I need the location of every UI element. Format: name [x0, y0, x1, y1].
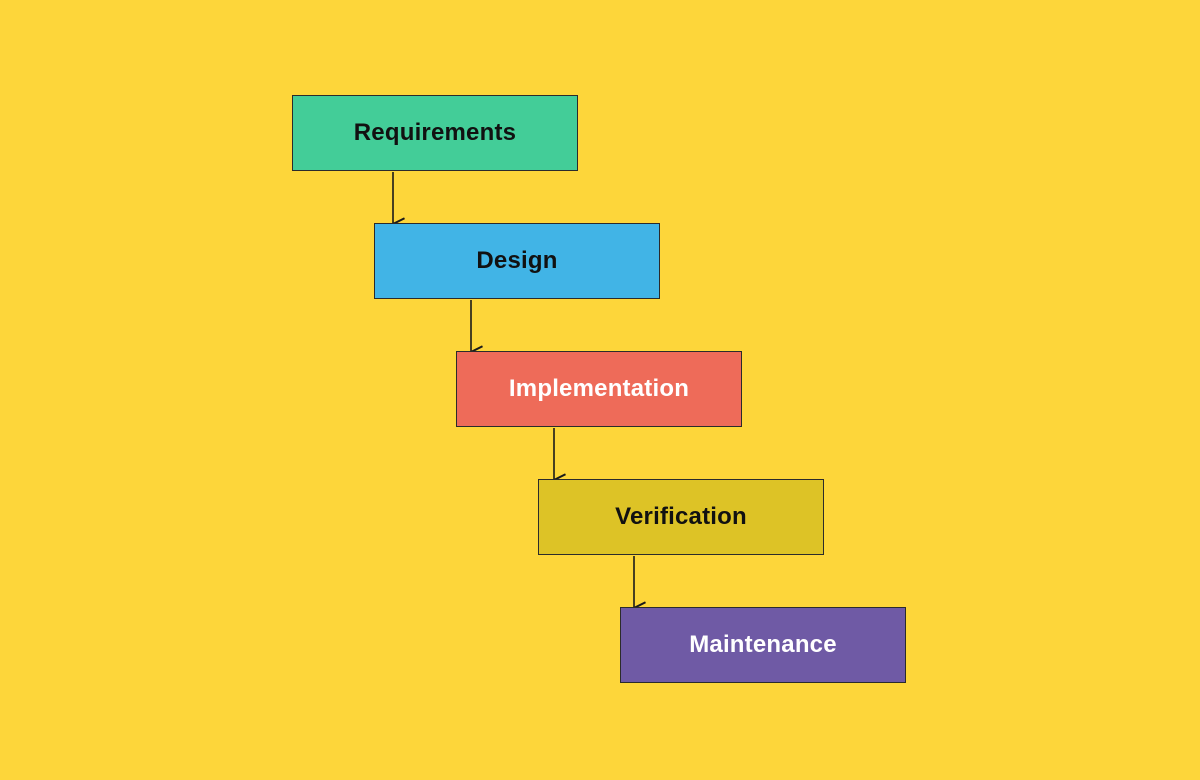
- stage-maintenance[interactable]: Maintenance: [620, 607, 906, 683]
- stage-label-implementation: Implementation: [508, 375, 690, 402]
- stage-verification[interactable]: Verification: [538, 479, 824, 555]
- stage-label-verification: Verification: [615, 503, 747, 530]
- stage-label-requirements: Requirements: [353, 119, 517, 146]
- stage-label-maintenance: Maintenance: [689, 631, 837, 658]
- stage-implementation[interactable]: Implementation: [456, 351, 742, 427]
- stage-design[interactable]: Design: [374, 223, 660, 299]
- stage-label-design: Design: [476, 247, 558, 274]
- stage-requirements[interactable]: Requirements: [292, 95, 578, 171]
